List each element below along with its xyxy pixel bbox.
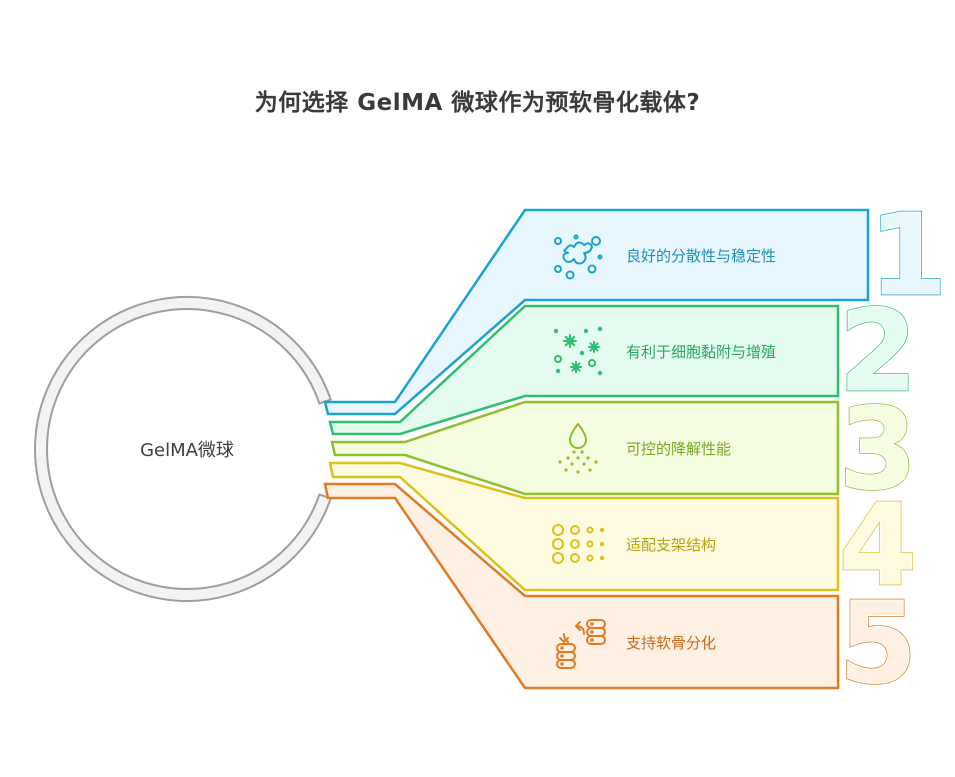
page-title: 为何选择 GelMA 微球作为预软骨化载体? xyxy=(254,90,701,116)
step-number-inner: 3 xyxy=(839,385,917,515)
step-number: 5 xyxy=(839,579,917,709)
step-number: 2 xyxy=(839,287,917,417)
step-number: 1 xyxy=(869,191,947,321)
band-shape xyxy=(323,482,840,690)
step-number: 4 xyxy=(839,481,917,611)
band-shape xyxy=(328,304,840,436)
step-number-inner: 1 xyxy=(869,191,947,321)
feature-label: 支持软骨分化 xyxy=(626,634,716,652)
step-number-inner: 4 xyxy=(839,481,917,611)
band-shape xyxy=(330,400,840,496)
band-shape xyxy=(323,208,870,416)
dot-grid-icon xyxy=(552,524,605,564)
cell-sparkles-icon xyxy=(553,326,603,376)
droplet-dissolve-icon xyxy=(558,423,598,474)
dispersion-splash-icon xyxy=(554,234,603,280)
center-ring xyxy=(34,296,332,602)
band-shape xyxy=(328,461,840,592)
center-label: GelMA微球 xyxy=(140,440,234,461)
feature-label: 良好的分散性与稳定性 xyxy=(626,247,776,265)
feature-label: 适配支架结构 xyxy=(626,536,716,554)
feature-label: 有利于细胞黏附与增殖 xyxy=(626,343,776,361)
feature-label: 可控的降解性能 xyxy=(626,440,731,458)
stack-exchange-icon xyxy=(556,619,606,669)
step-number: 3 xyxy=(839,385,917,515)
step-number-inner: 5 xyxy=(839,579,917,709)
step-number-inner: 2 xyxy=(839,287,917,417)
